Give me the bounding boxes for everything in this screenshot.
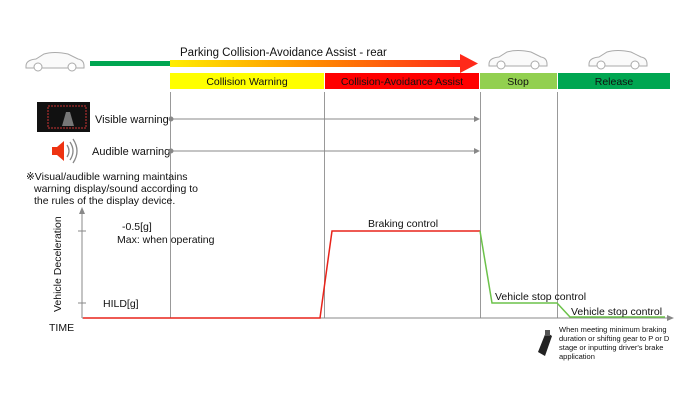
phase-collision-warning — [170, 73, 324, 89]
tick-label-max-note: Max: when operating — [117, 234, 215, 246]
tick-label-hild: HILD[g] — [103, 298, 139, 310]
y-axis-label: Vehicle Deceleration — [52, 216, 64, 312]
gear-shift-icon — [538, 330, 552, 356]
braking-curve — [83, 230, 480, 319]
tick-label-max: -0.5[g] — [122, 221, 152, 233]
phase-label: Collision Warning — [206, 76, 287, 88]
phase-dividers — [170, 92, 558, 318]
vehicle-stop-control-label: Vehicle stop control — [571, 306, 662, 318]
braking-control-label: Braking control — [368, 218, 438, 230]
cluster-display-icon — [37, 102, 90, 132]
car-icon — [488, 50, 548, 70]
phase-stop — [480, 73, 557, 89]
visible-warning-label: Visible warning — [95, 114, 169, 126]
phase-bar: Collision Warning Collision-Avoidance As… — [170, 73, 670, 89]
stop-curve — [479, 230, 665, 318]
speaker-icon — [52, 138, 78, 164]
release-condition-note: When meeting minimum braking duration or… — [559, 325, 671, 361]
diagram-title: Parking Collision-Avoidance Assist - rea… — [180, 47, 387, 59]
phase-collision-avoidance-assist — [325, 73, 479, 89]
warning-arrows — [168, 116, 480, 154]
warning-note: ※Visual/audible warning maintains warnin… — [26, 171, 201, 207]
arrow-head-icon — [460, 54, 478, 73]
pca-progress-arrow — [170, 60, 462, 67]
car-icon — [25, 52, 85, 72]
phase-release — [558, 73, 670, 89]
standby-bar — [90, 61, 170, 66]
phase-label: Release — [595, 76, 634, 88]
phase-label: Stop — [507, 76, 529, 88]
vehicle-stop-control-label: Vehicle stop control — [495, 291, 586, 303]
audible-warning-label: Audible warning — [92, 146, 170, 158]
x-axis-label: TIME — [49, 322, 74, 334]
car-icon — [588, 50, 648, 70]
phase-label: Collision-Avoidance Assist — [341, 76, 463, 88]
